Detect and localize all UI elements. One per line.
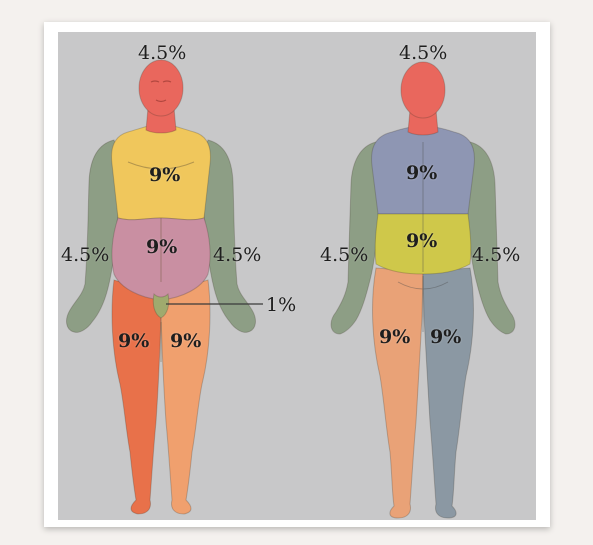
back-leg-right-label: 9%	[430, 326, 461, 348]
front-leg-left	[112, 280, 161, 514]
front-groin-label: 1%	[266, 294, 296, 316]
front-figure	[67, 60, 256, 514]
body-diagram	[58, 32, 536, 520]
front-arm-left-label: 4.5%	[61, 244, 109, 266]
front-chest-label: 9%	[149, 164, 180, 186]
back-head	[401, 62, 445, 118]
back-lower-back-label: 9%	[406, 230, 437, 252]
front-abdomen-label: 9%	[146, 236, 177, 258]
back-head-label: 4.5%	[399, 42, 447, 64]
image-frame: 4.5% 9% 9% 4.5% 4.5% 1% 9% 9% 4.5% 9% 9%…	[44, 22, 550, 527]
front-leg-left-label: 9%	[118, 330, 149, 352]
back-arm-left-label: 4.5%	[320, 244, 368, 266]
front-arm-right-label: 4.5%	[213, 244, 261, 266]
back-figure	[331, 62, 515, 518]
back-leg-left	[373, 268, 423, 518]
front-leg-right	[161, 280, 210, 514]
back-upper-back-label: 9%	[406, 162, 437, 184]
back-leg-right	[423, 268, 473, 518]
back-arm-right-label: 4.5%	[472, 244, 520, 266]
diagram-panel: 4.5% 9% 9% 4.5% 4.5% 1% 9% 9% 4.5% 9% 9%…	[58, 32, 536, 520]
front-head	[139, 60, 183, 116]
front-head-label: 4.5%	[138, 42, 186, 64]
front-leg-right-label: 9%	[170, 330, 201, 352]
back-leg-left-label: 9%	[379, 326, 410, 348]
